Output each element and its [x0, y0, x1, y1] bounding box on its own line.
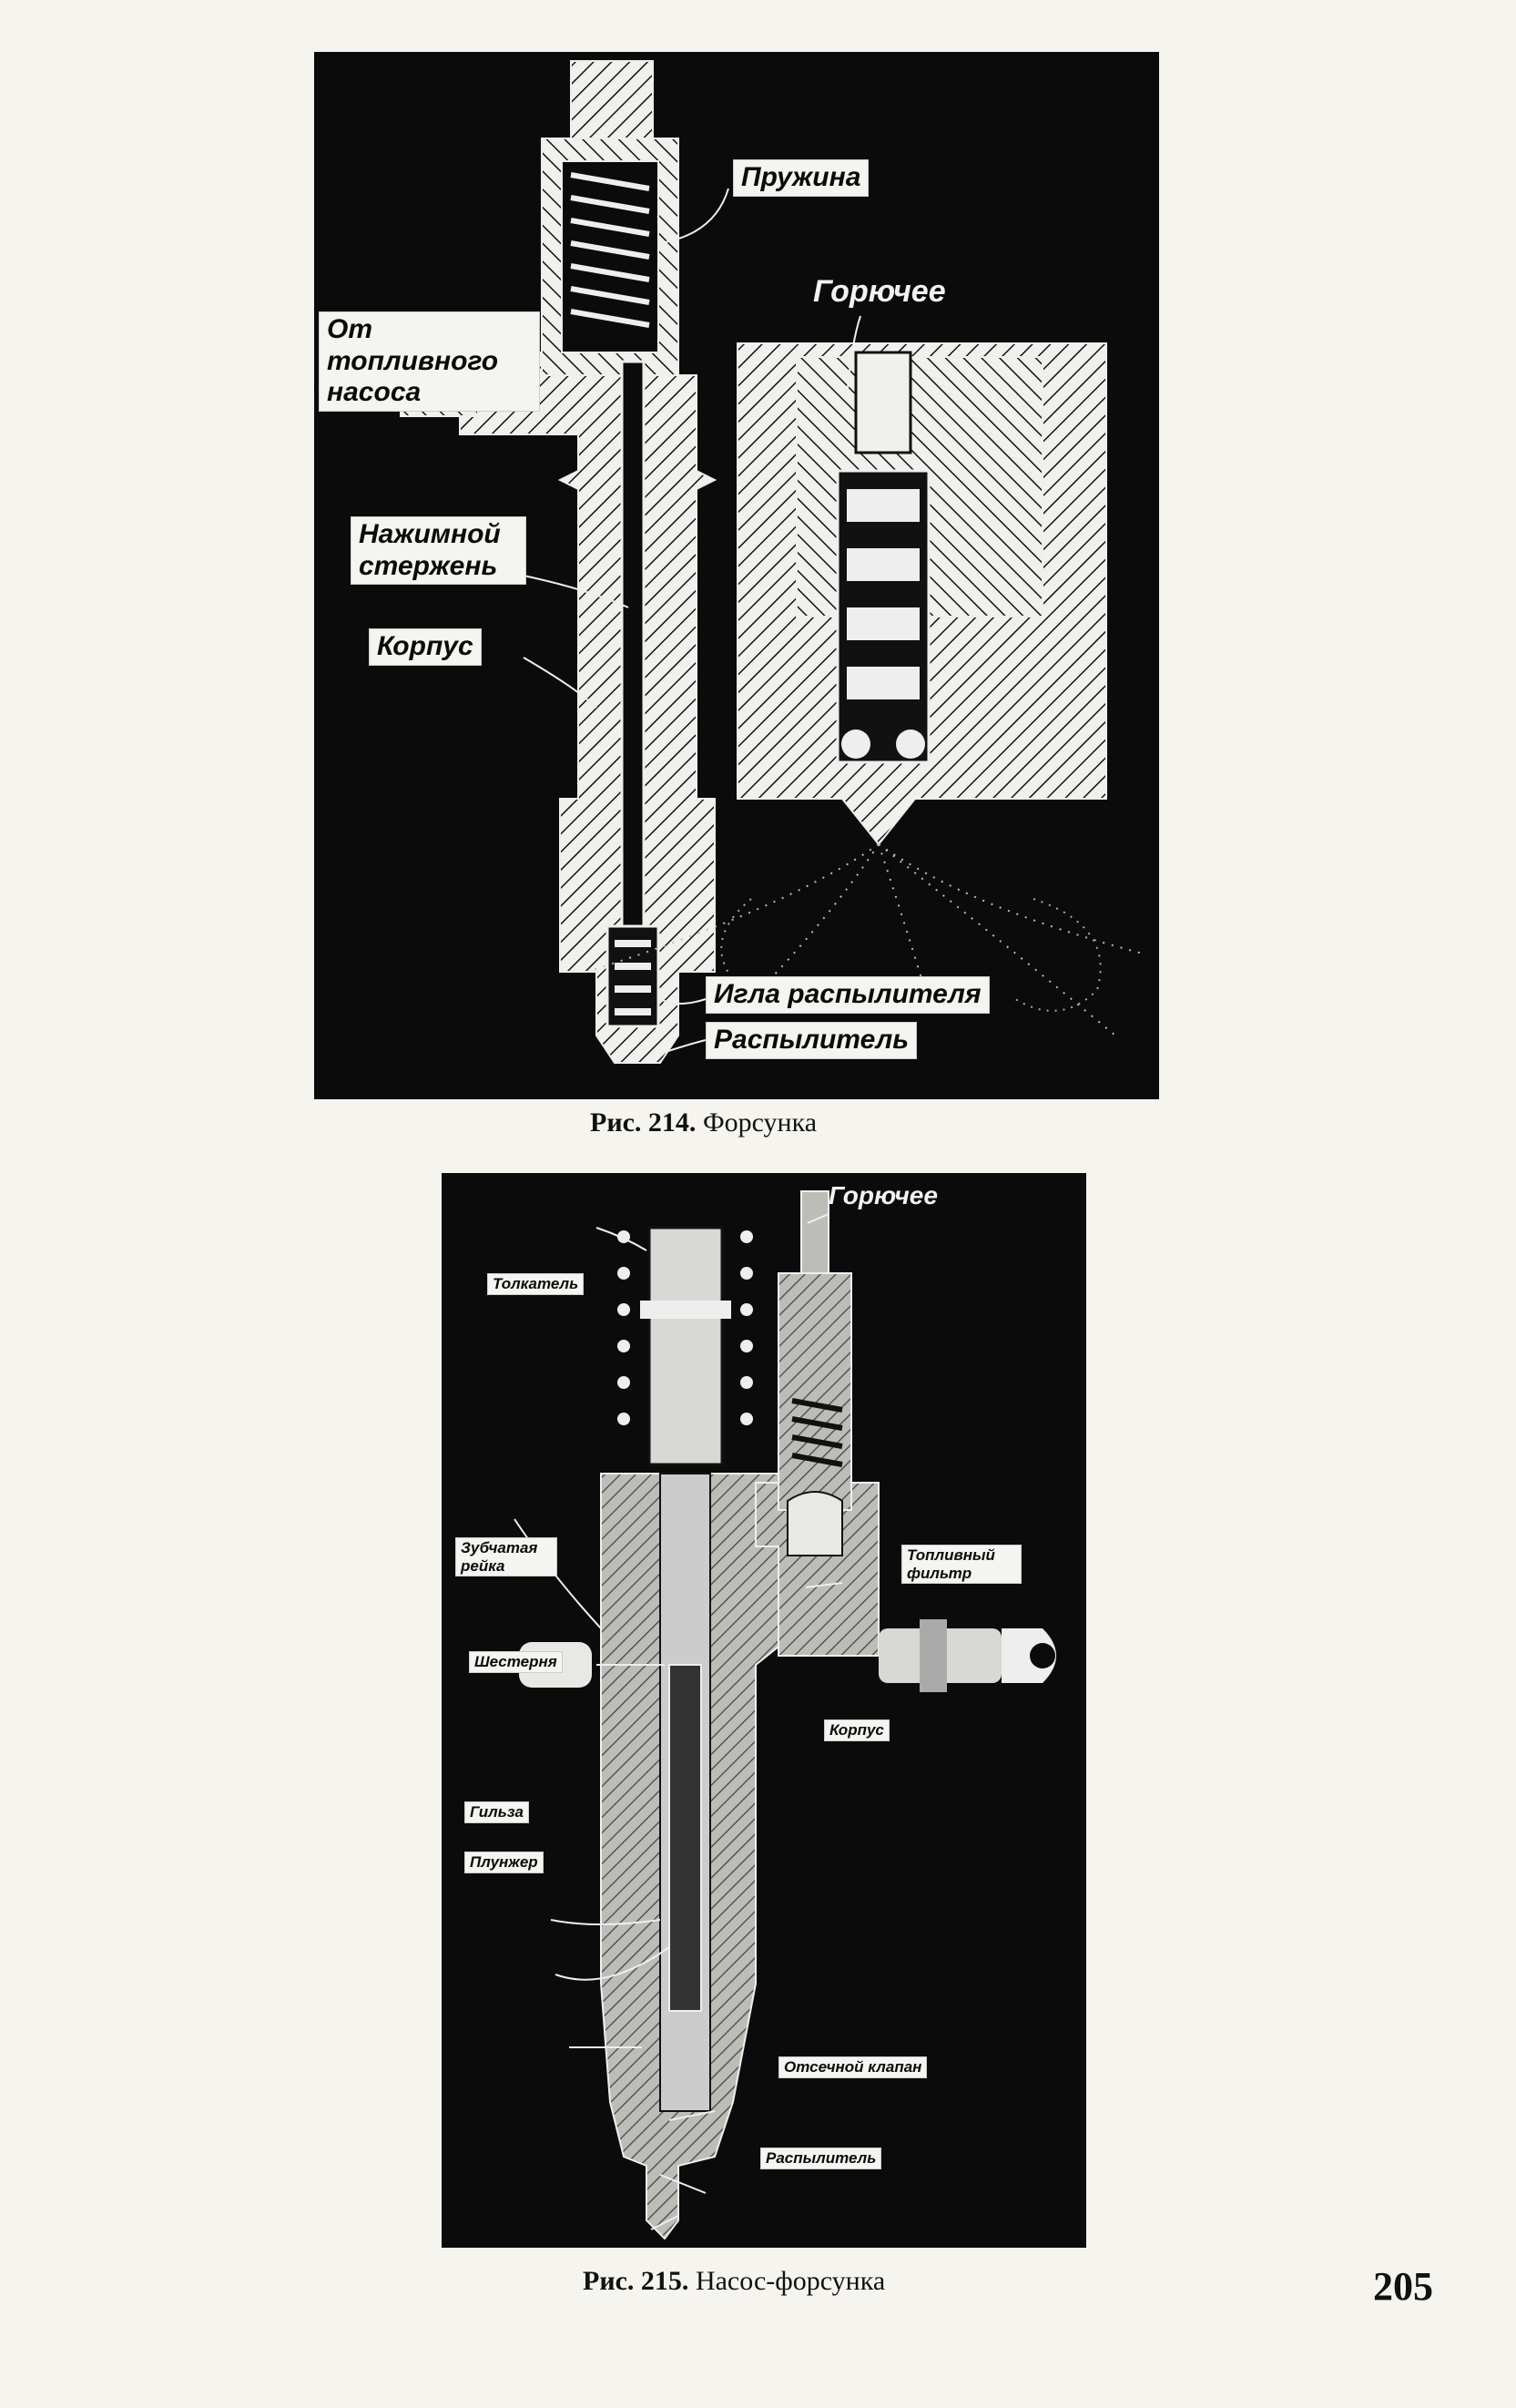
label-push-rod: Нажимной стержень: [351, 516, 526, 585]
label-tappet: Толкатель: [487, 1273, 585, 1295]
label-rack: Зубчатая рейка: [455, 1537, 557, 1577]
label-fuel-filter: Топливный фильтр: [901, 1545, 1022, 1585]
label-atomizer-215: Распылитель: [760, 2148, 882, 2169]
label-fuel: Горючее: [813, 274, 946, 309]
unit-injector-drawing: [514, 1190, 1056, 2240]
label-spring: Пружина: [733, 159, 870, 197]
caption-215-text: Насос-форсунка: [695, 2266, 886, 2296]
label-body: Корпус: [369, 628, 482, 666]
label-needle: Игла распылителя: [706, 976, 990, 1014]
label-sleeve: Гильза: [464, 1801, 529, 1823]
label-from-fuel-pump: От топливного насоса: [319, 311, 540, 412]
caption-214-text: Форсунка: [702, 1107, 818, 1138]
label-body-215: Корпус: [824, 1719, 890, 1741]
label-cutoff-valve: Отсечной клапан: [778, 2056, 928, 2078]
injector-left-section: [318, 60, 717, 1064]
caption-215-number: Рис. 215.: [583, 2266, 689, 2296]
page-number: 205: [1373, 2264, 1433, 2309]
nozzle-enlarged-section: [737, 342, 1107, 846]
caption-214-number: Рис. 214.: [590, 1107, 697, 1138]
injector-drawing: [318, 60, 1144, 1064]
label-fuel-215: Горючее: [829, 1181, 938, 1209]
label-plunger: Плунжер: [464, 1852, 544, 1873]
figure-215-unit-injector: Горючее Толкатель Зубчатая рейка Топливн…: [442, 1173, 1086, 2248]
label-atomizer: Распылитель: [706, 1022, 918, 1059]
label-gear: Шестерня: [469, 1651, 563, 1673]
caption-214: Рис. 214. Форсунка: [590, 1107, 817, 1138]
caption-215: Рис. 215. Насос-форсунка: [583, 2266, 885, 2297]
figure-214-injector: Пружина Горючее От топливного насоса Наж…: [314, 52, 1159, 1099]
